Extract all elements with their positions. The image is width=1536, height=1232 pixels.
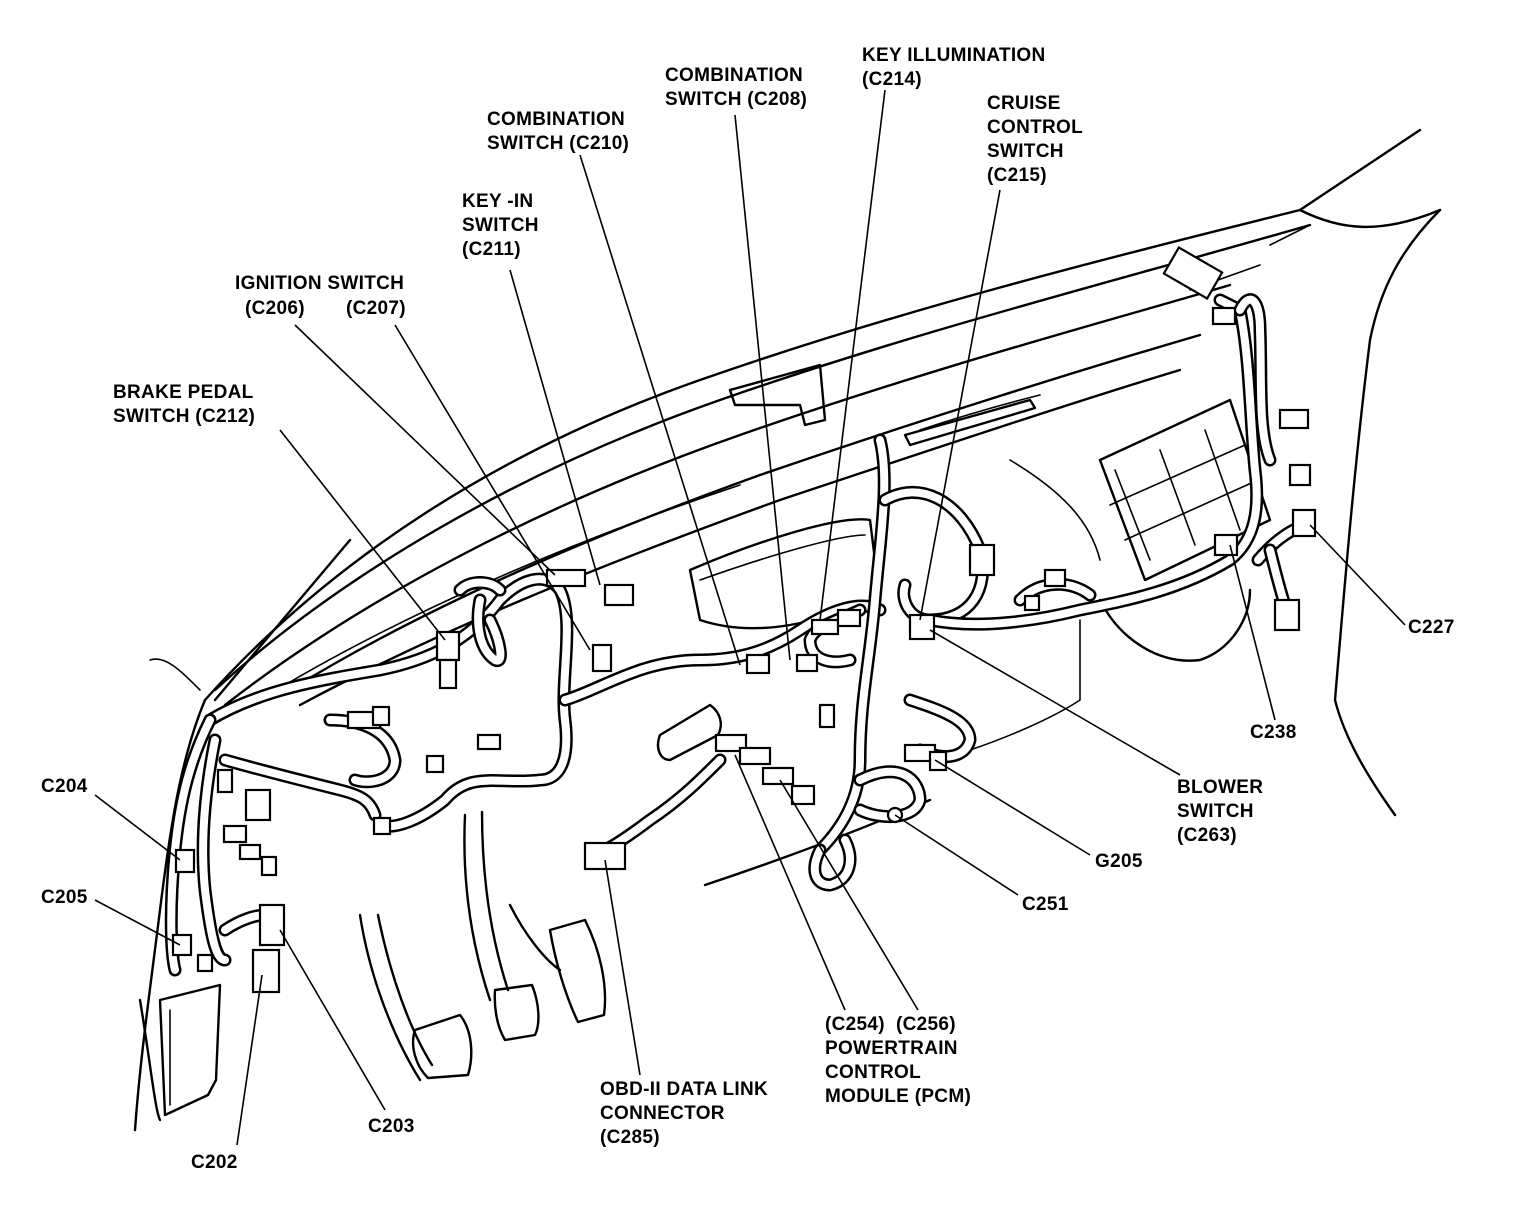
label-blower-switch: BLOWER SWITCH (C263): [1177, 777, 1264, 846]
label-key-in-switch: KEY -IN SWITCH (C211): [462, 191, 539, 260]
label-c202: C202: [191, 1152, 238, 1173]
label-c238: C238: [1250, 722, 1297, 743]
label-key-illumination: KEY ILLUMINATION (C214): [862, 45, 1046, 90]
leader-lines: [94, 89, 1406, 1146]
label-pcm: (C254) (C256) POWERTRAIN CONTROL MODULE …: [825, 1014, 972, 1107]
label-c251: C251: [1022, 894, 1069, 915]
connectors: [171, 246, 1317, 994]
label-ignition-switch: IGNITION SWITCH: [235, 273, 405, 294]
label-cruise-control-switch: CRUISE CONTROL SWITCH (C215): [987, 93, 1084, 186]
kick-panel-bracket: [138, 983, 222, 1122]
label-c207: (C207): [346, 298, 406, 319]
label-g205: G205: [1095, 851, 1143, 872]
label-c203: C203: [368, 1116, 415, 1137]
label-combination-switch-c208: COMBINATION SWITCH (C208): [665, 65, 808, 110]
label-combination-switch-c210: COMBINATION SWITCH (C210): [487, 109, 630, 154]
label-c204: C204: [41, 776, 88, 797]
label-brake-pedal-switch: BRAKE PEDAL SWITCH (C212): [113, 382, 256, 427]
label-obd-connector: OBD-II DATA LINK CONNECTOR (C285): [600, 1079, 769, 1148]
pedals: [358, 810, 607, 1082]
label-c206: (C206): [245, 298, 305, 319]
label-c205: C205: [41, 887, 88, 908]
label-c227: C227: [1408, 617, 1455, 638]
